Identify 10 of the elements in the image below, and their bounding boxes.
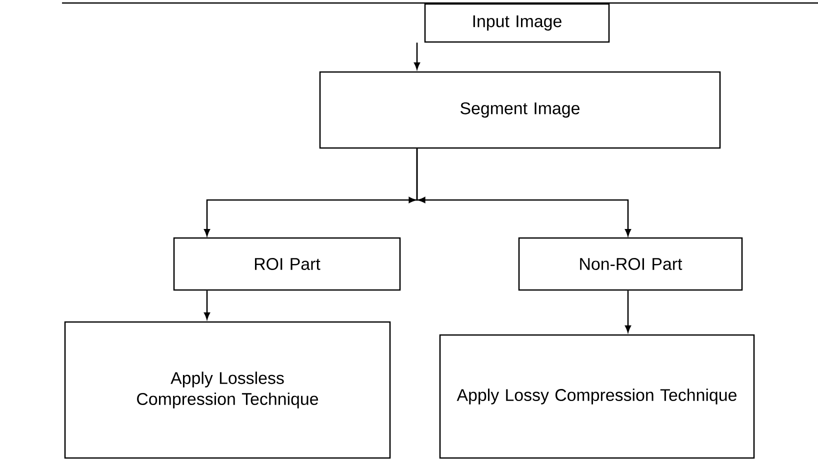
process-box: Apply Lossless Compression Technique <box>64 321 391 459</box>
process-box: Input Image <box>424 3 610 43</box>
arrow <box>625 290 631 332</box>
process-box: Non-ROI Part <box>518 237 743 291</box>
arrow <box>414 42 420 70</box>
process-box: ROI Part <box>173 237 401 291</box>
arrow <box>204 290 210 320</box>
process-box: Segment Image <box>319 71 721 149</box>
process-box: Apply Lossy Compression Technique <box>439 334 755 459</box>
arrow <box>408 148 631 236</box>
